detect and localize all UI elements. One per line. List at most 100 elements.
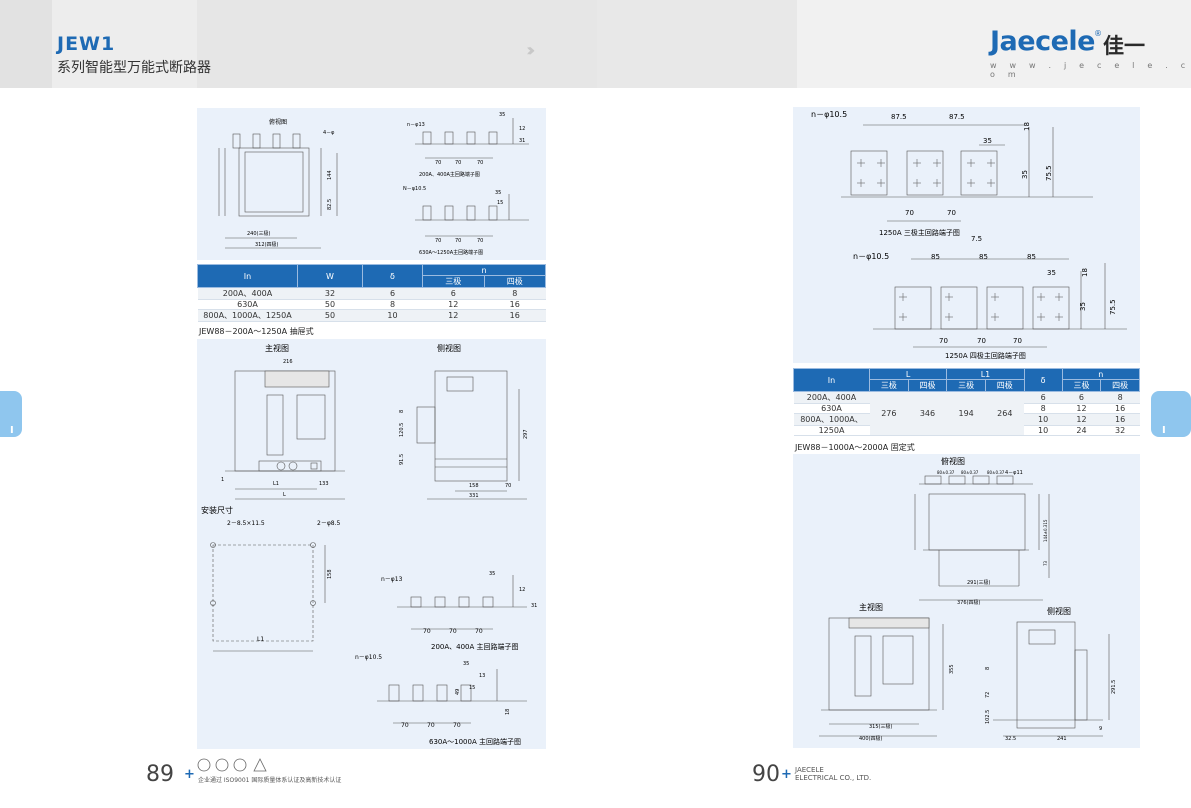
th-four-pole: 四极	[483, 275, 546, 288]
dim-144: 144	[327, 170, 333, 180]
t2-13: 13	[479, 673, 485, 679]
t3-phi: n－φ10.5	[811, 110, 847, 119]
t1-dim-3: 70	[475, 628, 483, 635]
th-l: L	[868, 368, 948, 380]
th-n: n	[422, 264, 546, 276]
t4-dim-1: 70	[939, 337, 948, 345]
dim-376: 376(四极)	[957, 599, 980, 606]
t3-87a: 87.5	[891, 113, 907, 121]
company-name-line1: JAECELE	[795, 766, 824, 774]
header-left-mid	[197, 0, 597, 88]
term1-dim-3: 70	[477, 160, 483, 166]
dim-4phi11: 4－φ11	[1005, 470, 1023, 476]
website-url: w w w . j e c e l e . c o m	[990, 61, 1191, 79]
th-sub: 三极	[946, 379, 986, 392]
product-model: JEW1	[57, 33, 116, 55]
dim-c: 80±0.37	[987, 470, 1005, 475]
view-label-top: 俯视图	[269, 118, 287, 126]
mount-158: 158	[327, 569, 333, 579]
t4-phi: n－φ10.5	[853, 252, 889, 261]
table-cell: 10	[362, 309, 423, 322]
t2-dim-2: 70	[427, 722, 435, 729]
right-spec-table: In L L1 δ n 三极 四极 三极 四极 三极 四极 200A、400A …	[793, 368, 1141, 436]
dim-a: 80±0.37	[937, 470, 955, 475]
header-right-mid	[597, 0, 797, 88]
left-spec-table: In W δ n 三极 四极 200A、400A 32 6 6 8 630A 5…	[197, 264, 546, 322]
table-row: 800A、1000A、1250A 50 10 12 16	[197, 309, 546, 322]
term1-caption: 200A、400A主回路端子图	[419, 171, 480, 178]
right-lower-drawing-panel: 俯视图 80±0.37 80±0.37 80±0.37 4－φ11 144±0.…	[793, 454, 1140, 748]
term1-31: 31	[519, 138, 525, 144]
t2-dim-1: 70	[401, 722, 409, 729]
dim-L: L	[283, 492, 286, 498]
company-name-line2: ELECTRICAL CO., LTD.	[795, 774, 872, 782]
front-view-label: 主视图	[859, 602, 883, 612]
th-sub: 四极	[984, 379, 1025, 392]
dim-73: 73	[1043, 560, 1048, 566]
dim-158: 158	[469, 483, 479, 489]
front-view-label: 主视图	[265, 343, 289, 353]
table-cell: 10	[1024, 425, 1063, 436]
table-cell: 8	[362, 299, 423, 310]
th-w: W	[297, 264, 363, 288]
t2-49: 49	[455, 689, 461, 695]
side-view-label: 侧视图	[437, 343, 461, 353]
term1-dim-1: 70	[435, 160, 441, 166]
table-row: 630A 8 12 16	[793, 403, 1140, 414]
chevron-right-icon: ›››	[526, 40, 535, 61]
right-top-drawing-panel: n－φ10.5 87.5 87.5 35 18 35 75.5 70 70 12…	[793, 107, 1140, 363]
table-cell: 50	[297, 309, 363, 322]
term1-12: 12	[519, 126, 525, 132]
dim-312: 312(四极)	[255, 241, 278, 248]
dim-297: 297	[523, 429, 529, 439]
left-top-drawing: 俯视图 4－φ 144 82.5 240(三极) 312(四极) n－φ13 3…	[218, 112, 529, 256]
table-cell: 8	[1024, 403, 1063, 414]
t2-dim-3: 70	[453, 722, 461, 729]
th-in: In	[793, 368, 870, 392]
table-cell: 16	[484, 309, 546, 322]
term2-dim-2: 70	[455, 238, 461, 244]
dim-144: 144±0.315	[1043, 519, 1048, 542]
mount-L1: L1	[257, 636, 264, 643]
left-chapter-tab[interactable]	[0, 391, 22, 437]
left-page-number: 89	[146, 762, 174, 787]
table-cell: 10	[1024, 413, 1063, 426]
right-lower-drawing: 俯视图 80±0.37 80±0.37 80±0.37 4－φ11 144±0.…	[819, 456, 1117, 742]
t1-35: 35	[489, 571, 495, 577]
table-row: 800A、1000A、 10 12 16	[793, 413, 1140, 426]
table-cell: 12	[422, 309, 484, 322]
table-cell: 200A、400A	[197, 287, 298, 300]
th-sub: 三极	[1061, 379, 1102, 392]
table-cell: 264	[985, 391, 1025, 436]
dim-315: 315(三极)	[869, 723, 892, 730]
table-row: 1250A 10 24 32	[793, 425, 1140, 436]
table-cell: 16	[484, 299, 546, 310]
term2-dim-1: 70	[435, 238, 441, 244]
dim-240: 240(三极)	[247, 230, 270, 237]
table-cell: 32	[1100, 425, 1140, 436]
dim-8: 8	[399, 410, 405, 413]
table-cell: 16	[1100, 413, 1140, 426]
t2-35: 35	[463, 661, 469, 667]
right-chapter-tab[interactable]	[1151, 391, 1191, 437]
mount-label: 安装尺寸	[201, 505, 233, 515]
right-tab-letter: I	[1162, 425, 1166, 436]
plus-icon: +	[184, 767, 195, 782]
dim-b: 80±0.37	[961, 470, 979, 475]
t3-dim-1: 70	[905, 209, 914, 217]
term2-caption: 630A～1250A主回路端子图	[419, 249, 483, 256]
table-cell: 200A、400A	[793, 391, 870, 404]
t4-dim-2: 70	[977, 337, 986, 345]
left-tab-letter: I	[10, 425, 14, 436]
t2-phi: n－φ10.5	[355, 654, 382, 661]
dim-291-5: 291.5	[1111, 680, 1117, 694]
th-three-pole: 三极	[422, 275, 485, 288]
t2-15: 15	[469, 685, 475, 691]
left-lower-drawing-panel: 主视图 侧视图 216 1 L1 133 L 8 120.5 91.5 297 …	[197, 339, 546, 749]
table-cell: 346	[908, 391, 947, 436]
table-cell: 6	[1062, 391, 1101, 404]
th-delta: δ	[1023, 368, 1063, 392]
table-cell: 16	[1100, 403, 1140, 414]
t1-phi: n－φ13	[381, 576, 403, 583]
table-cell: 800A、1000A、	[793, 413, 870, 426]
